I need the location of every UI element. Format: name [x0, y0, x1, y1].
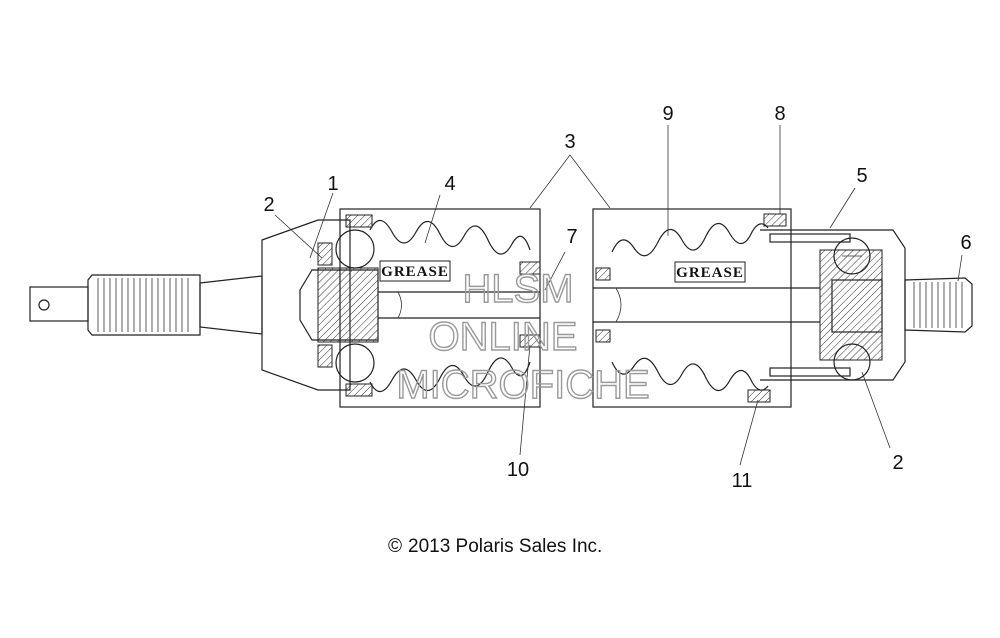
- right-stub-shaft: [904, 277, 973, 333]
- left-stub-shaft: [29, 274, 263, 336]
- watermark: HLSM ONLINE MICROFICHE: [396, 266, 651, 407]
- left-cv-housing: [261, 219, 379, 391]
- callout-numbers: 1 2 3 4 5 6 7 8 9 10 11 2: [263, 103, 971, 492]
- leader-lines: [274, 125, 963, 466]
- grease-label-left: GREASE: [381, 264, 449, 280]
- right-boot-section: [592, 208, 820, 408]
- callout-2-left: 2: [263, 194, 274, 216]
- watermark-line-3: MICROFICHE: [396, 363, 649, 407]
- copyright-notice: © 2013 Polaris Sales Inc.: [388, 536, 602, 557]
- callout-11: 11: [732, 470, 753, 492]
- copyright-symbol: ©: [388, 536, 402, 557]
- callout-5: 5: [856, 165, 867, 187]
- callout-2-right: 2: [892, 452, 903, 474]
- callout-10: 10: [507, 459, 529, 481]
- callout-8: 8: [774, 103, 785, 125]
- watermark-line-1: HLSM: [462, 267, 573, 311]
- callout-1: 1: [327, 173, 338, 195]
- callout-6: 6: [960, 232, 971, 254]
- grease-label-right: GREASE: [676, 265, 744, 281]
- copyright-text: 2013 Polaris Sales Inc.: [408, 536, 602, 557]
- grease-labels: GREASE GREASE: [379, 260, 746, 283]
- watermark-line-2: ONLINE: [429, 315, 578, 359]
- callout-7: 7: [566, 226, 577, 248]
- right-cv-housing: [760, 229, 906, 381]
- left-boot-section: [339, 208, 541, 408]
- callout-4: 4: [444, 173, 455, 195]
- callout-3: 3: [564, 131, 575, 153]
- callout-9: 9: [662, 103, 673, 125]
